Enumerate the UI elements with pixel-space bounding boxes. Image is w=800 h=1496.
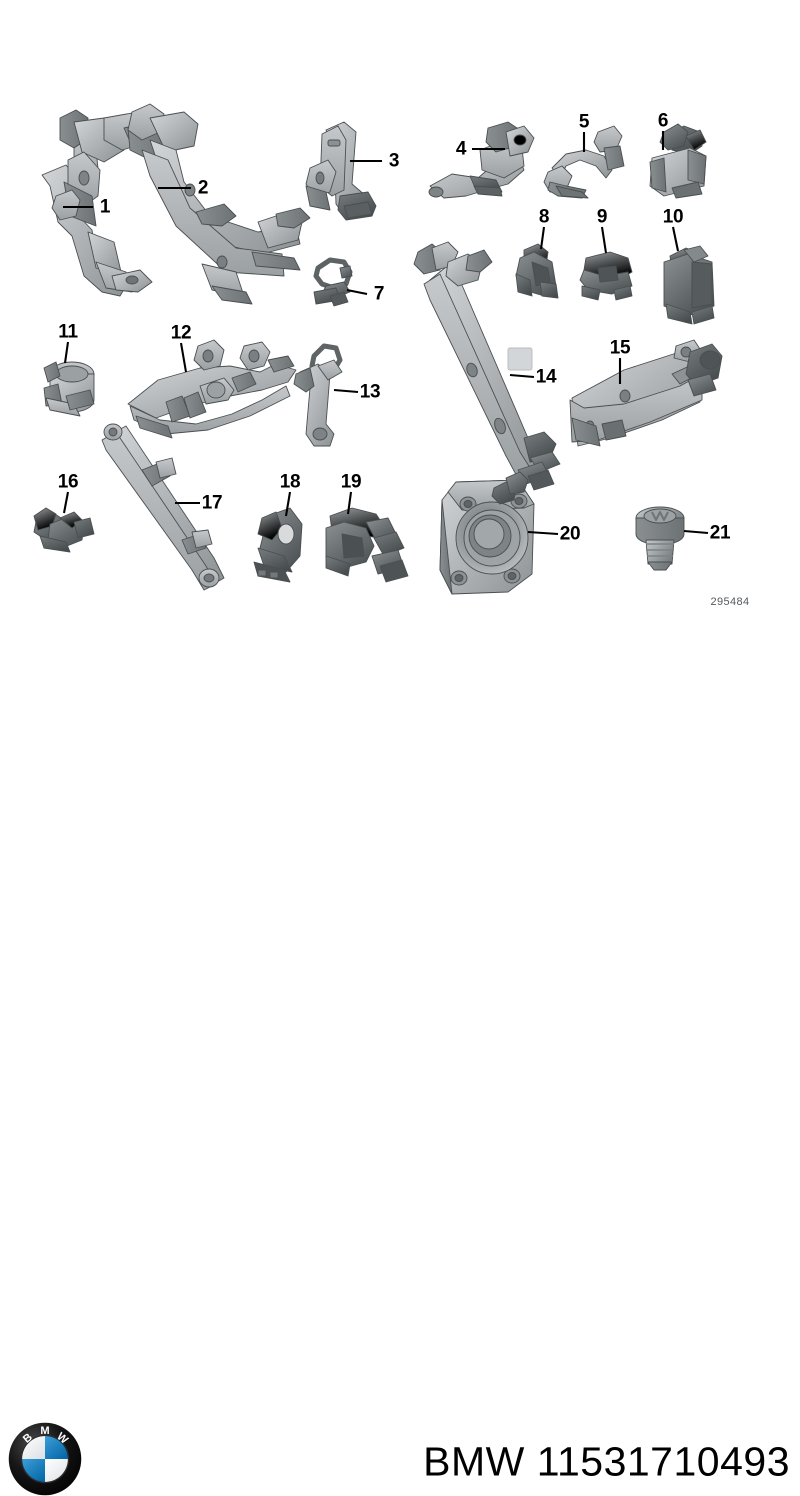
leader-line-18 xyxy=(284,491,292,517)
callout-10: 10 xyxy=(662,206,684,228)
part-10-clamp xyxy=(663,245,715,325)
callout-16: 16 xyxy=(57,471,79,493)
footer-bar: B M W BMW 11531710493 xyxy=(0,700,800,1496)
part-17-strut xyxy=(101,423,225,591)
leader-line-12 xyxy=(179,342,188,373)
callout-14: 14 xyxy=(535,366,557,388)
callout-3: 3 xyxy=(388,150,400,172)
leader-lines xyxy=(62,131,709,536)
part-20-flange xyxy=(439,471,535,595)
drawing-number: 295484 xyxy=(710,596,750,608)
leader-line-9 xyxy=(600,226,608,254)
callout-15: 15 xyxy=(609,337,631,359)
part-2-bracket xyxy=(127,103,311,305)
bmw-logo: B M W xyxy=(8,1422,82,1496)
logo-letter-m: M xyxy=(40,1425,49,1437)
part-6-clamp xyxy=(649,123,707,199)
leader-line-11 xyxy=(63,341,70,364)
callout-13: 13 xyxy=(359,381,381,403)
callout-5: 5 xyxy=(578,111,590,133)
part-9-clip xyxy=(579,251,633,301)
leader-line-21 xyxy=(683,529,709,535)
callout-4: 4 xyxy=(455,138,467,160)
part-5-clip xyxy=(543,125,625,199)
callout-7: 7 xyxy=(373,283,385,305)
callout-11: 11 xyxy=(58,321,78,343)
part-18-clip xyxy=(253,507,303,583)
leader-line-19 xyxy=(346,491,353,515)
callout-21: 21 xyxy=(709,522,731,544)
callout-12: 12 xyxy=(170,322,192,344)
callout-6: 6 xyxy=(657,110,669,132)
leader-line-7 xyxy=(346,288,368,296)
part-16-clip xyxy=(33,507,95,553)
part-4-bracket xyxy=(428,121,535,199)
part-11-hose-clamp xyxy=(43,361,95,417)
part-8-clip xyxy=(515,243,559,299)
part-number-text: BMW 11531710493 xyxy=(423,1438,790,1485)
part-21-bolt xyxy=(635,506,685,571)
part-3-bracket xyxy=(305,121,377,221)
callout-8: 8 xyxy=(538,206,550,228)
part-14-rail xyxy=(413,241,561,491)
callout-17: 17 xyxy=(201,492,223,514)
part-19-clip xyxy=(325,507,409,583)
callout-2: 2 xyxy=(197,177,209,199)
leader-line-20 xyxy=(527,530,559,536)
callout-9: 9 xyxy=(596,206,608,228)
leader-line-16 xyxy=(62,491,70,514)
leader-line-13 xyxy=(333,388,359,394)
part-13-bracket xyxy=(293,343,343,447)
leader-line-14 xyxy=(509,373,535,379)
callout-18: 18 xyxy=(279,471,301,493)
part-7-clip xyxy=(313,257,353,307)
callout-1: 1 xyxy=(99,196,111,218)
part-12-plate-bracket xyxy=(127,339,297,439)
exploded-parts-illustration xyxy=(33,103,723,595)
callout-20: 20 xyxy=(559,523,581,545)
leader-line-10 xyxy=(671,226,680,252)
part-15-bracket xyxy=(569,339,723,447)
leader-line-8 xyxy=(539,226,546,250)
callout-19: 19 xyxy=(340,471,362,493)
